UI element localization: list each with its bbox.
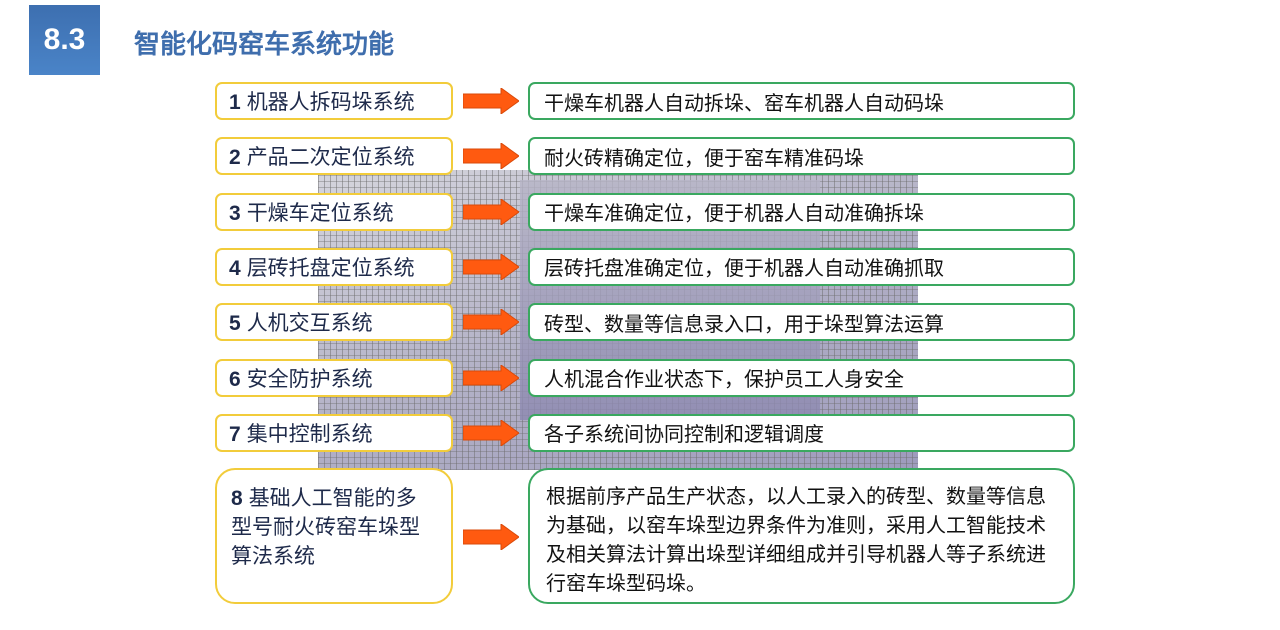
- function-description-4: 层砖托盘准确定位，便于机器人自动准确抓取: [528, 247, 1075, 286]
- right-arrow-icon: [463, 253, 519, 280]
- right-arrow-icon: [463, 88, 519, 114]
- right-arrow-icon: [463, 419, 519, 446]
- system-name: 干燥车定位系统: [246, 200, 394, 225]
- system-name: 基础人工智能的多型号耐火砖窑车垛型算法系统: [231, 486, 420, 568]
- function-description-6: 人机混合作业状态下，保护员工人身安全: [528, 358, 1075, 397]
- right-arrow-icon: [463, 364, 519, 391]
- system-name: 安全防护系统: [246, 366, 373, 391]
- function-description-8: 根据前序产品生产状态，以人工录入的砖型、数量等信息为基础，以窑车垛型边界条件为准…: [528, 468, 1075, 604]
- system-number: 5: [229, 312, 241, 336]
- system-number: 8: [231, 487, 243, 510]
- system-number: 4: [229, 256, 241, 280]
- function-description-1: 干燥车机器人自动拆垛、窑车机器人自动码垛: [528, 82, 1075, 120]
- function-description-2: 耐火砖精确定位，便于窑车精准码垛: [528, 137, 1075, 176]
- function-description-5: 砖型、数量等信息录入口，用于垛型算法运算: [528, 303, 1075, 342]
- right-arrow-icon: [463, 524, 519, 550]
- system-number: 6: [229, 367, 241, 391]
- system-name: 产品二次定位系统: [246, 145, 415, 170]
- page-title: 智能化码窑车系统功能: [134, 30, 395, 60]
- system-number: 2: [229, 146, 241, 170]
- system-name: 人机交互系统: [246, 311, 373, 336]
- system-number: 7: [229, 422, 241, 446]
- system-name: 机器人拆码垛系统: [246, 90, 415, 114]
- system-name: 层砖托盘定位系统: [246, 255, 415, 280]
- right-arrow-icon: [463, 198, 519, 225]
- section-number-badge: 8.3: [29, 5, 100, 75]
- system-number: 3: [229, 201, 241, 225]
- function-description-3: 干燥车准确定位，便于机器人自动准确拆垛: [528, 192, 1075, 231]
- right-arrow-icon: [463, 143, 519, 170]
- system-number: 1: [229, 91, 241, 114]
- function-description-7: 各子系统间协同控制和逻辑调度: [528, 413, 1075, 452]
- system-name: 集中控制系统: [246, 421, 373, 446]
- right-arrow-icon: [463, 309, 519, 336]
